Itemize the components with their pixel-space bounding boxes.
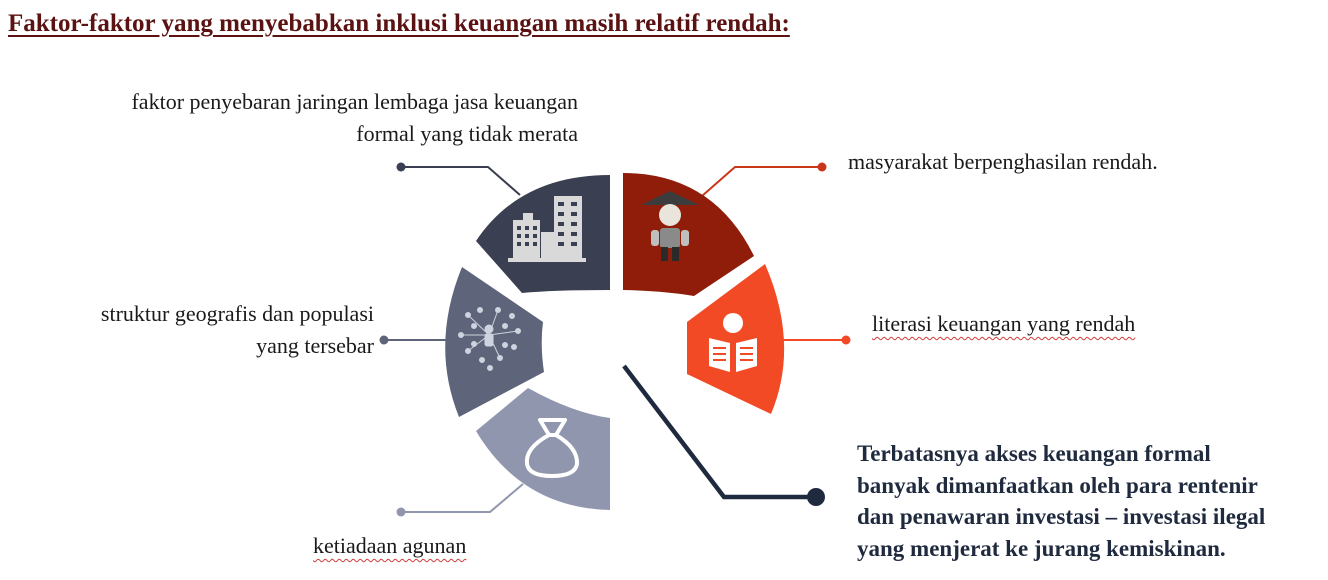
segment-collateral bbox=[476, 388, 610, 510]
reader-icon bbox=[709, 313, 757, 372]
connector-collateral bbox=[396, 483, 524, 517]
access-note-line4: yang menjerat ke jurang kemiskinan. bbox=[857, 535, 1226, 561]
connector-geography bbox=[379, 335, 448, 345]
label-branch-network-line2: formal yang tidak merata bbox=[356, 121, 578, 146]
buildings-icon bbox=[508, 196, 586, 262]
label-collateral: ketiadaan agunan bbox=[313, 530, 466, 562]
label-literacy: literasi keuangan yang rendah bbox=[872, 308, 1135, 340]
page-title: Faktor-faktor yang menyebabkan inklusi k… bbox=[8, 10, 790, 37]
label-collateral-text: ketiadaan agunan bbox=[313, 533, 467, 558]
label-low-income: masyarakat berpenghasilan rendah. bbox=[848, 149, 1158, 174]
label-geography: struktur geografis dan populasi yang ter… bbox=[20, 298, 374, 362]
label-literacy-text: literasi keuangan yang rendah bbox=[872, 311, 1136, 336]
label-branch-network-line1: faktor penyebaran jaringan lembaga jasa … bbox=[131, 89, 578, 114]
label-geography-line1: struktur geografis dan populasi bbox=[100, 301, 374, 326]
connector-literacy bbox=[782, 335, 851, 345]
access-note-line2: banyak dimanfaatkan oleh para rentenir bbox=[857, 472, 1258, 498]
connector-low-income bbox=[701, 162, 827, 197]
access-note: Terbatasnya akses keuangan formal banyak… bbox=[857, 438, 1327, 564]
money-bag-icon bbox=[524, 418, 580, 478]
connector-branch-network bbox=[396, 162, 521, 196]
label-branch-network: faktor penyebaran jaringan lembaga jasa … bbox=[20, 86, 578, 150]
access-note-line3: dan penawaran investasi – investasi ileg… bbox=[857, 504, 1266, 529]
segment-literacy bbox=[687, 264, 785, 414]
segment-geography bbox=[445, 267, 544, 417]
people-network-icon bbox=[458, 307, 521, 371]
label-geography-line2: yang tersebar bbox=[256, 333, 374, 358]
access-note-line1: Terbatasnya akses keuangan formal bbox=[857, 441, 1211, 466]
farmer-icon bbox=[641, 191, 699, 261]
connector-access-note bbox=[622, 364, 825, 506]
